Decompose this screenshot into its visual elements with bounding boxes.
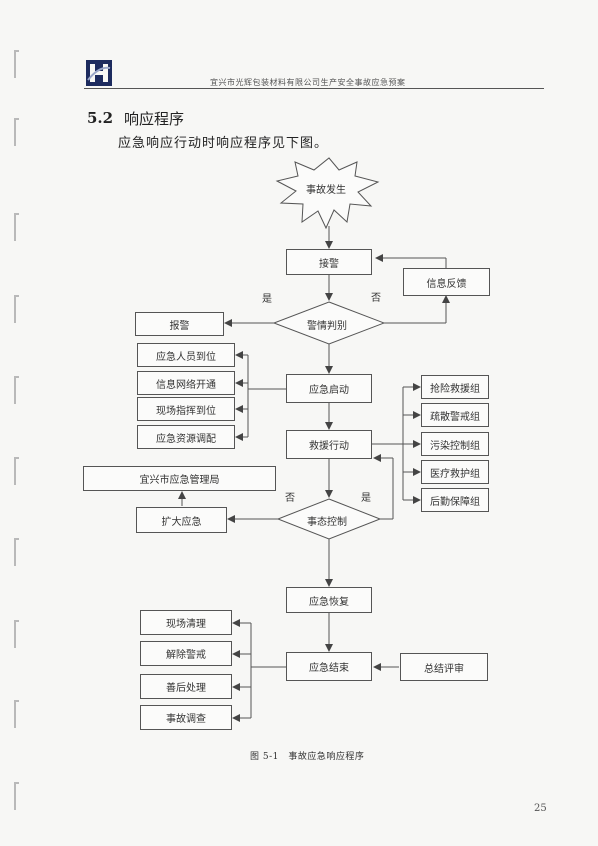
binder-mark <box>14 295 19 323</box>
rescue-group-4: 医疗救护组 <box>421 460 489 484</box>
recover-box: 应急恢复 <box>286 587 372 613</box>
binder-mark <box>14 700 19 728</box>
binder-mark <box>14 376 19 404</box>
binder-mark <box>14 457 19 485</box>
receive-alarm-box: 接警 <box>286 249 372 275</box>
rescue-box: 救援行动 <box>286 430 372 459</box>
activate-box: 应急启动 <box>286 374 372 403</box>
activate-item-personnel: 应急人员到位 <box>137 343 235 367</box>
summary-box: 总结评审 <box>400 653 488 681</box>
binder-mark <box>14 118 19 146</box>
report-box: 报警 <box>135 312 224 336</box>
expand-box: 扩大应急 <box>136 507 227 533</box>
binder-mark <box>14 213 19 241</box>
end-item-investigation: 事故调查 <box>140 705 232 730</box>
rescue-group-2: 疏散警戒组 <box>421 403 489 427</box>
activate-item-resources: 应急资源调配 <box>137 425 235 449</box>
start-burst <box>275 157 380 230</box>
binder-mark <box>14 620 19 648</box>
rescue-group-3: 污染控制组 <box>421 432 489 456</box>
end-item-lift-alert: 解除警戒 <box>140 641 232 666</box>
rescue-group-1: 抢险救援组 <box>421 375 489 399</box>
agency-box: 宜兴市应急管理局 <box>83 466 276 491</box>
binder-mark <box>14 50 19 78</box>
figure-caption: 图 5-1 事故应急响应程序 <box>250 752 365 762</box>
activate-item-network: 信息网络开通 <box>137 371 235 395</box>
judge-yes-label: 是 <box>262 294 272 305</box>
rescue-group-5: 后勤保障组 <box>421 488 489 512</box>
end-item-aftermath: 善后处理 <box>140 674 232 699</box>
section-number: 5.2 <box>87 109 114 127</box>
start-node-label: 事故发生 <box>306 185 346 196</box>
header-rule <box>84 88 544 89</box>
control-diamond-label: 事态控制 <box>307 517 347 528</box>
judge-no-label: 否 <box>371 293 381 304</box>
binder-mark <box>14 782 19 810</box>
control-yes-label: 是 <box>361 493 371 504</box>
feedback-box: 信息反馈 <box>403 268 490 296</box>
activate-item-command: 现场指挥到位 <box>137 397 235 421</box>
section-intro: 应急响应行动时响应程序见下图。 <box>118 136 329 151</box>
company-logo-icon <box>86 60 112 86</box>
binder-mark <box>14 538 19 566</box>
section-title: 响应程序 <box>124 110 185 128</box>
control-no-label: 否 <box>285 493 295 504</box>
end-item-cleanup: 现场清理 <box>140 610 232 635</box>
end-box: 应急结束 <box>286 652 372 681</box>
page-number: 25 <box>534 803 547 814</box>
judge-diamond-label: 警情判别 <box>307 321 347 332</box>
header-company-text: 宜兴市光辉包装材料有限公司生产安全事故应急预案 <box>210 78 406 87</box>
